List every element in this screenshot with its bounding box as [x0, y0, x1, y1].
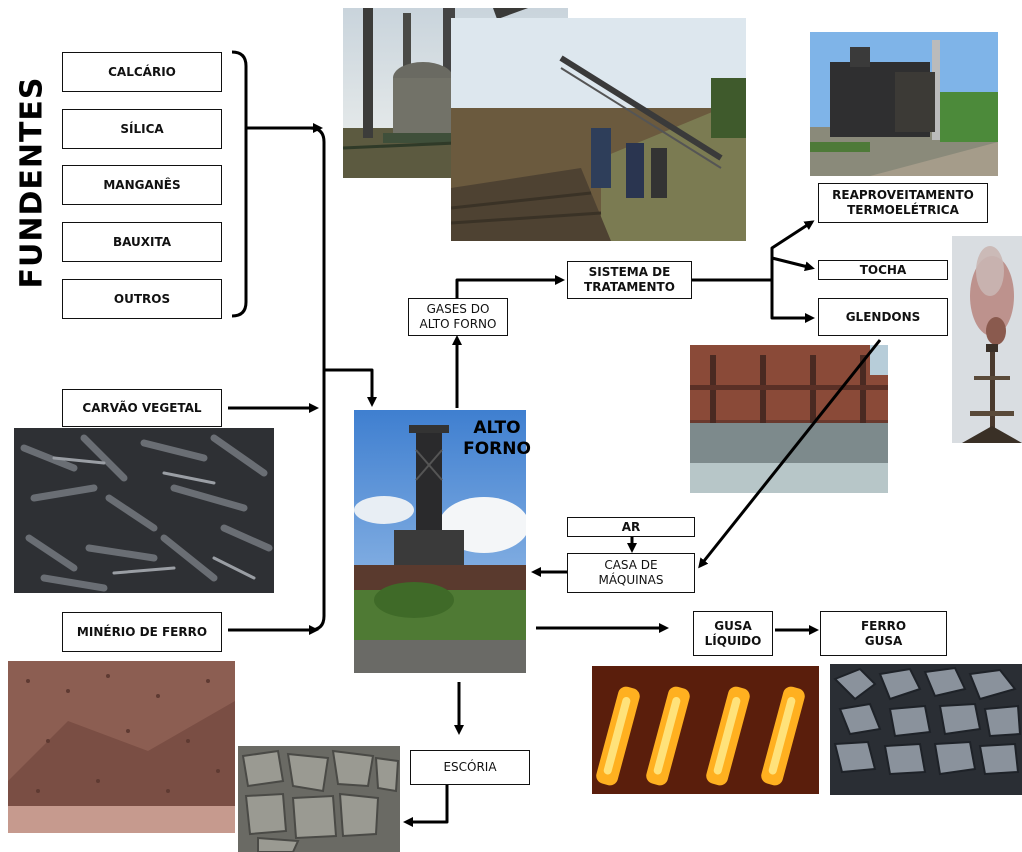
glendons-photo — [690, 345, 888, 493]
alto-forno-label: ALTO FORNO — [463, 418, 531, 459]
box-ar: AR — [567, 517, 695, 537]
conveyor-photo — [451, 18, 746, 241]
fundentes-title-text: FUNDENTES — [14, 76, 50, 289]
box-casa-de-maquinas: CASA DE MÁQUINAS — [567, 553, 695, 593]
box-carvao-vegetal: CARVÃO VEGETAL — [62, 389, 222, 427]
pig-iron-photo — [830, 664, 1022, 795]
box-reaproveitamento-termoeletrica: REAPROVEITAMENTO TERMOELÉTRICA — [818, 183, 988, 223]
charcoal-photo — [14, 428, 274, 593]
molten-iron-photo — [592, 666, 819, 794]
slag-photo — [238, 746, 400, 852]
thermo-plant-photo — [810, 32, 998, 176]
box-calcario: CALCÁRIO — [62, 52, 222, 92]
torch-photo — [952, 236, 1022, 443]
box-gusa-liquido: GUSA LÍQUIDO — [693, 611, 773, 656]
fundentes-bracket — [231, 50, 248, 318]
iron-ore-photo — [8, 661, 235, 833]
box-minerio-de-ferro: MINÉRIO DE FERRO — [62, 612, 222, 652]
box-bauxita: BAUXITA — [62, 222, 222, 262]
box-glendons: GLENDONS — [818, 298, 948, 336]
box-sistema-de-tratamento: SISTEMA DE TRATAMENTO — [567, 261, 692, 299]
fundentes-title: FUNDENTES — [6, 70, 58, 295]
box-manganes: MANGANÊS — [62, 165, 222, 205]
box-tocha: TOCHA — [818, 260, 948, 280]
box-silica: SÍLICA — [62, 109, 222, 149]
box-escoria: ESCÓRIA — [410, 750, 530, 785]
box-outros: OUTROS — [62, 279, 222, 319]
box-ferro-gusa: FERRO GUSA — [820, 611, 947, 656]
box-gases-do-alto-forno: GASES DO ALTO FORNO — [408, 298, 508, 336]
furnace-photo — [354, 410, 526, 673]
